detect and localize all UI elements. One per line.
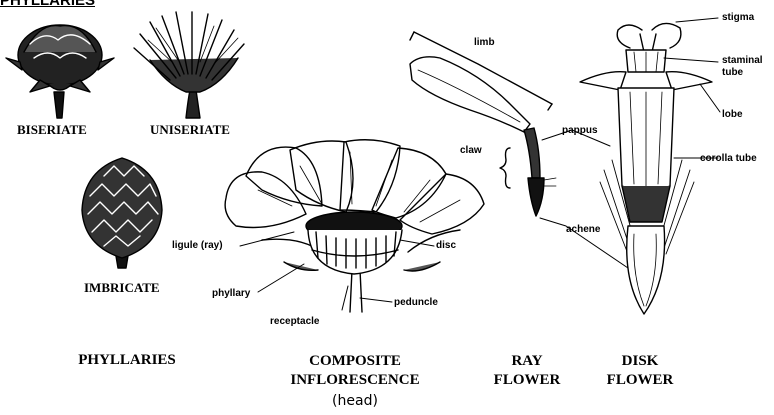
caption-head: (head) — [310, 393, 400, 409]
label-limb: limb — [474, 37, 495, 48]
label-receptacle: receptacle — [270, 316, 319, 327]
caption-disk: DISK — [600, 353, 680, 370]
label-lobe: lobe — [722, 109, 743, 120]
caption-inflorescence: INFLORESCENCE — [280, 372, 430, 389]
label-phyllary: phyllary — [212, 288, 250, 299]
label-tube: tube — [722, 67, 743, 78]
caption-ray-flower: FLOWER — [486, 372, 568, 389]
label-peduncle: peduncle — [394, 297, 438, 308]
label-corolla-tube: corolla tube — [700, 153, 757, 164]
caption-phyllaries: PHYLLARIES — [62, 352, 192, 369]
imbricate-illustration — [82, 158, 162, 268]
uniseriate-illustration — [134, 12, 244, 118]
label-imbricate: IMBRICATE — [84, 282, 160, 293]
disk-flower-illustration — [580, 23, 712, 314]
caption-composite: COMPOSITE — [290, 353, 420, 370]
label-pappus: pappus — [562, 125, 598, 136]
label-disc: disc — [436, 240, 456, 251]
label-biseriate: BISERIATE — [17, 124, 87, 135]
biseriate-illustration — [6, 25, 114, 118]
label-stigma: stigma — [722, 12, 754, 23]
label-uniseriate: UNISERIATE — [150, 124, 230, 135]
label-staminal: staminal — [722, 55, 763, 66]
caption-disk-flower: FLOWER — [598, 372, 682, 389]
composite-head-illustration — [225, 140, 484, 312]
label-ligule: ligule (ray) — [172, 240, 223, 251]
label-achene: achene — [566, 224, 600, 235]
label-claw: claw — [460, 145, 482, 156]
caption-ray: RAY — [492, 353, 562, 370]
